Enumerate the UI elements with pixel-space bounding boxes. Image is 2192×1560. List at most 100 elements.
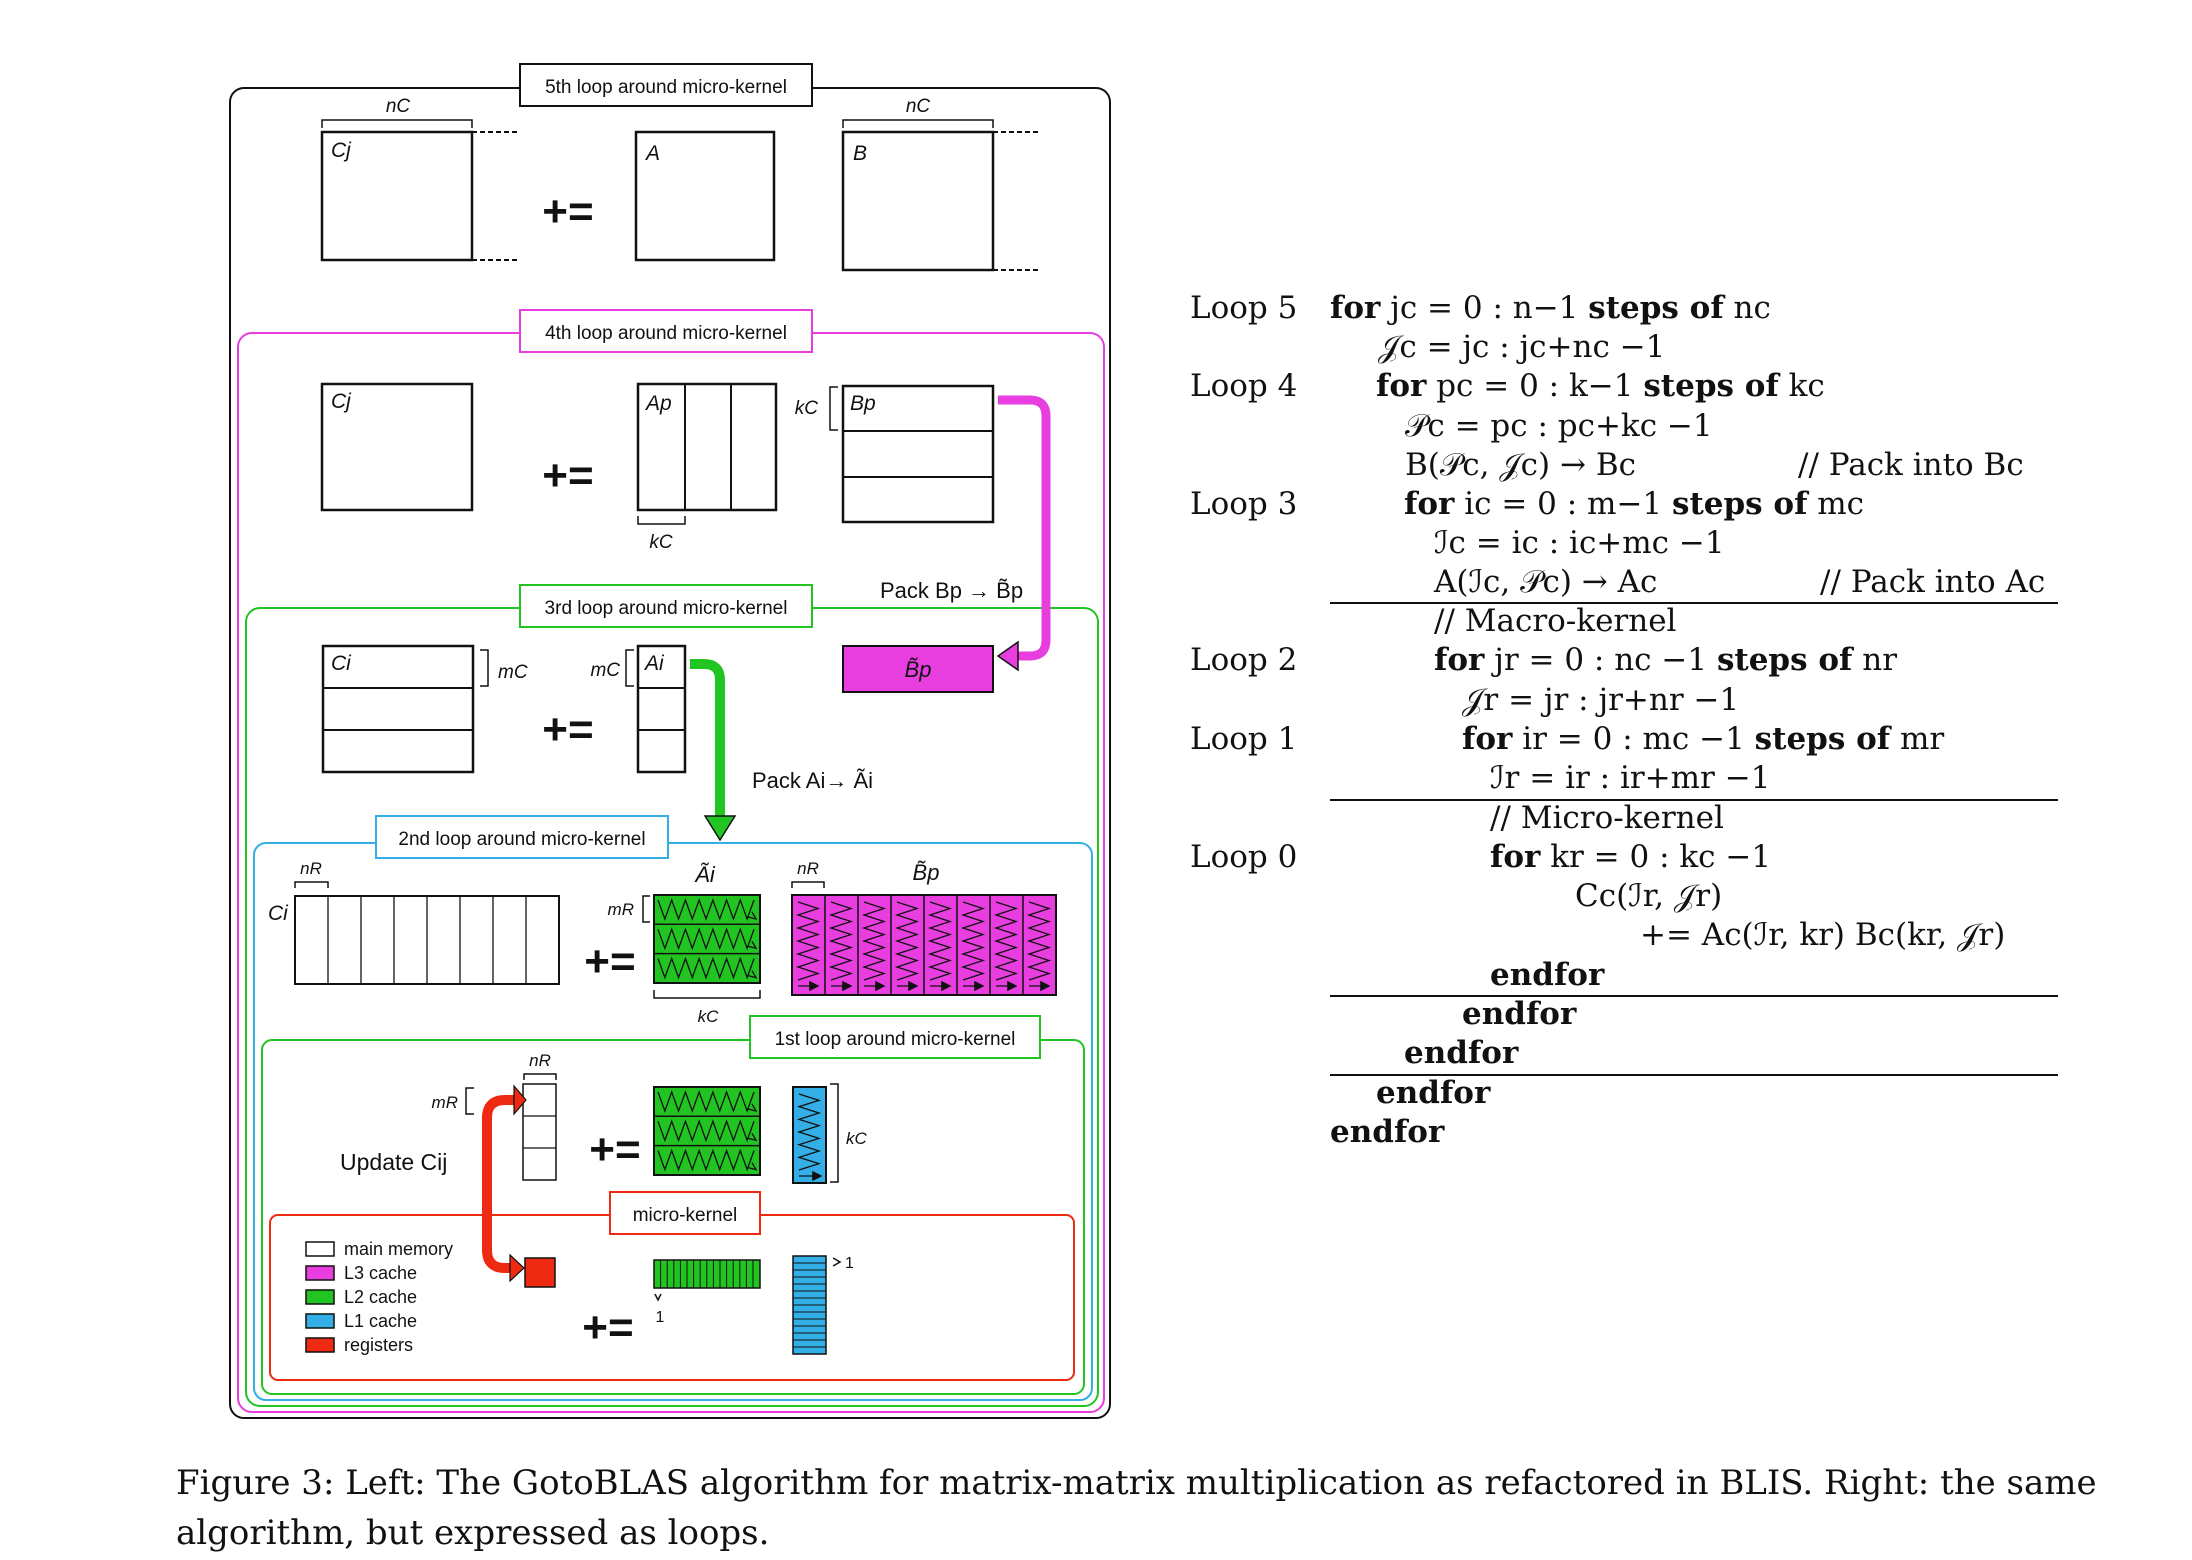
ai2-zigzag <box>657 956 755 980</box>
kc-brace-bp <box>829 386 838 431</box>
ai1-zigzag <box>657 1148 755 1172</box>
matrix-b-loop5 <box>841 130 995 272</box>
plus-eq-loop4: += <box>542 451 593 500</box>
nr-brace-ci1 <box>523 1073 557 1080</box>
comment-pack-b: // Pack into Bc <box>1798 447 2024 483</box>
matrix-ci-loop3 <box>321 644 475 774</box>
update-cij-arrowhead-top <box>513 1084 527 1116</box>
b-label: B <box>853 142 867 165</box>
loop-label-4: Loop 4 <box>1190 368 1298 404</box>
bp-row-l1 <box>792 1255 827 1355</box>
code-line-13: ℐr = ir : ir+mr −1 <box>1490 760 1771 796</box>
bp-micropanel-l1 <box>792 1086 827 1184</box>
matrix-ci-loop2 <box>294 895 560 985</box>
nc-label-b: nC <box>906 96 931 117</box>
a-label: A <box>644 142 660 165</box>
legend-registers: registers <box>344 1335 413 1355</box>
legend-swatch-l2 <box>305 1289 335 1305</box>
cj-label-loop4: Cj <box>331 390 352 413</box>
bp2-zigzag <box>927 901 953 981</box>
ai2-zigzag-tip <box>747 940 758 950</box>
loop2-label-box: 2nd loop around micro-kernel <box>375 815 669 859</box>
mc-brace-ci <box>480 649 489 687</box>
nr-brace-bp2 <box>791 881 825 888</box>
loop1-frame <box>261 1039 1085 1395</box>
mc-label-ci: mC <box>498 662 528 683</box>
ai1-zigzag-tip <box>747 1103 758 1113</box>
legend-swatch-registers <box>305 1337 335 1353</box>
one-brace-bp0 <box>832 1257 842 1267</box>
loop2-frame <box>253 842 1093 1401</box>
matrix-cj-loop4 <box>320 382 474 512</box>
nc-brace-cj <box>321 119 473 128</box>
loop-label-3: Loop 3 <box>1190 486 1298 522</box>
micro-tile-cij <box>522 1083 557 1181</box>
matrix-cj-loop5 <box>320 130 474 262</box>
ai1-zigzag-tip <box>747 1162 758 1171</box>
one-label-bp0: 1 <box>845 1255 854 1272</box>
ai-label: Ai <box>643 652 665 675</box>
bp2-zigzag <box>828 901 854 981</box>
bp2-zigzag <box>795 901 821 981</box>
matrix-ap <box>636 382 778 512</box>
code-line-10: for jr = 0 : nc −1 steps of nr <box>1434 642 1898 678</box>
pack-bp-text: Pack Bp → B̃p <box>880 578 1023 603</box>
legend-l3: L3 cache <box>344 1263 417 1283</box>
nr-label-bp2: nR <box>797 859 819 878</box>
nr-label-ci2: nR <box>300 859 322 878</box>
bp2-zigzag <box>894 901 920 981</box>
kc-label-bp: kC <box>795 398 819 419</box>
code-line-20: endfor <box>1404 1035 1519 1071</box>
code-line-3: for pc = 0 : k−1 steps of kc <box>1376 368 1825 404</box>
pack-bp-arrowhead <box>996 640 1019 672</box>
code-line-7: ℐc = ic : ic+mc −1 <box>1434 525 1725 561</box>
ai2-zigzag <box>657 927 755 951</box>
plus-eq-loop3: += <box>542 705 593 754</box>
loop4-label-box: 4th loop around micro-kernel <box>519 309 813 353</box>
bp-tilde-l3 <box>842 645 994 693</box>
loop5-label: 5th loop around micro-kernel <box>545 77 787 98</box>
update-cij-text: Update Cij <box>340 1149 447 1175</box>
ai1-zigzag <box>657 1119 755 1143</box>
matrix-a-loop5 <box>634 130 776 262</box>
code-line-17: += Ac(ℐr, kr) Bc(kr, 𝒥r) <box>1640 917 2006 953</box>
plus-eq-loop1: += <box>589 1125 640 1174</box>
pack-bp-arrow <box>998 395 1051 661</box>
ai-tilde-l2 <box>653 894 761 984</box>
ai-tilde-label-loop2: Ãi <box>694 862 716 887</box>
matrix-bp <box>841 384 995 524</box>
code-line-8: A(ℐc, 𝒫c) → Ac <box>1434 564 1658 600</box>
ai1-zigzag <box>657 1090 755 1113</box>
loop1-label: 1st loop around micro-kernel <box>775 1029 1016 1050</box>
loop-label-0: Loop 0 <box>1190 839 1298 875</box>
mr-brace-ai2 <box>642 895 650 923</box>
loop4-label: 4th loop around micro-kernel <box>545 323 787 344</box>
pack-ai-arrow <box>690 659 725 818</box>
pack-ai-arrowhead <box>703 815 737 842</box>
legend-swatch-l3 <box>305 1265 335 1281</box>
nr-brace-ci2 <box>294 881 329 888</box>
plus-eq-micro: += <box>582 1303 633 1352</box>
legend-l2: L2 cache <box>344 1287 417 1307</box>
ci-label-loop3: Ci <box>331 652 352 675</box>
kc-brace-bp1 <box>830 1083 839 1183</box>
register-block <box>524 1257 556 1288</box>
kc-brace-ap <box>637 516 686 525</box>
plus-eq-loop5: += <box>542 187 593 236</box>
loop-pseudocode: Loop 5 Loop 4 Loop 3 Loop 2 Loop 1 Loop … <box>1190 290 2192 1170</box>
bp2-zigzag <box>993 901 1019 981</box>
code-line-5: B(𝒫c, 𝒥c) → Bc <box>1405 447 1636 483</box>
legend-swatch-main-memory <box>305 1241 335 1257</box>
bp2-zigzag <box>1026 901 1052 981</box>
figure-caption: Figure 3: Left: The GotoBLAS algorithm f… <box>176 1463 2097 1553</box>
bp-tilde-label-l3: B̃p <box>905 657 932 682</box>
ap-label: Ap <box>644 392 672 415</box>
code-line-2: 𝒥c = jc : jc+nc −1 <box>1378 329 1666 365</box>
code-line-12: for ir = 0 : mc −1 steps of mr <box>1462 721 1945 757</box>
mc-label-ai: mC <box>590 660 620 681</box>
loop2-label: 2nd loop around micro-kernel <box>398 829 645 850</box>
rule-2 <box>1330 799 2058 801</box>
bp2-zigzag <box>960 901 986 981</box>
code-line-19: endfor <box>1462 996 1577 1032</box>
ai2-outline <box>653 894 761 984</box>
